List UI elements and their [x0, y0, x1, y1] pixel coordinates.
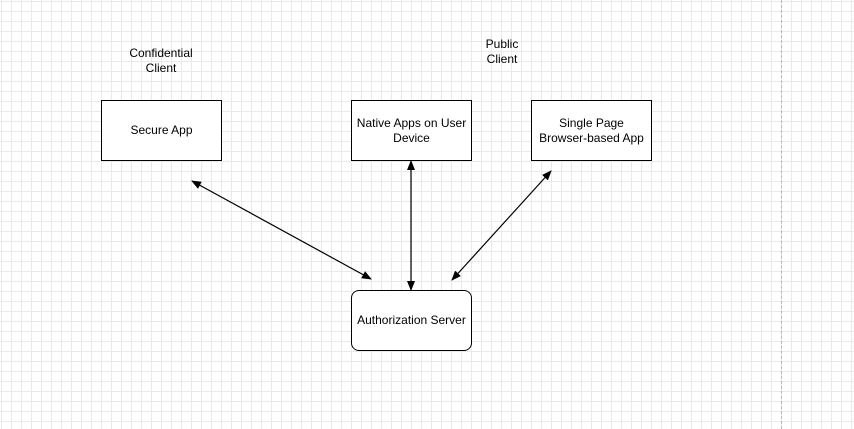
native-apps-label: Native Apps on User Device: [356, 115, 467, 145]
confidential-client-label: Confidential Client: [129, 46, 193, 75]
authorization-server-label: Authorization Server: [357, 313, 466, 327]
authorization-server-node[interactable]: Authorization Server: [351, 290, 472, 351]
page-break-line: [781, 0, 782, 429]
secure-app-node[interactable]: Secure App: [101, 100, 222, 161]
native-apps-node[interactable]: Native Apps on User Device: [351, 100, 472, 161]
edge-secure-app-to-auth-server[interactable]: [191, 180, 372, 280]
secure-app-label: Secure App: [130, 123, 193, 137]
edge-spa-to-auth-server[interactable]: [451, 170, 552, 281]
spa-node[interactable]: Single Page Browser-based App: [531, 100, 652, 161]
public-client-label: Public Client: [485, 37, 519, 66]
spa-label: Single Page Browser-based App: [539, 115, 644, 145]
